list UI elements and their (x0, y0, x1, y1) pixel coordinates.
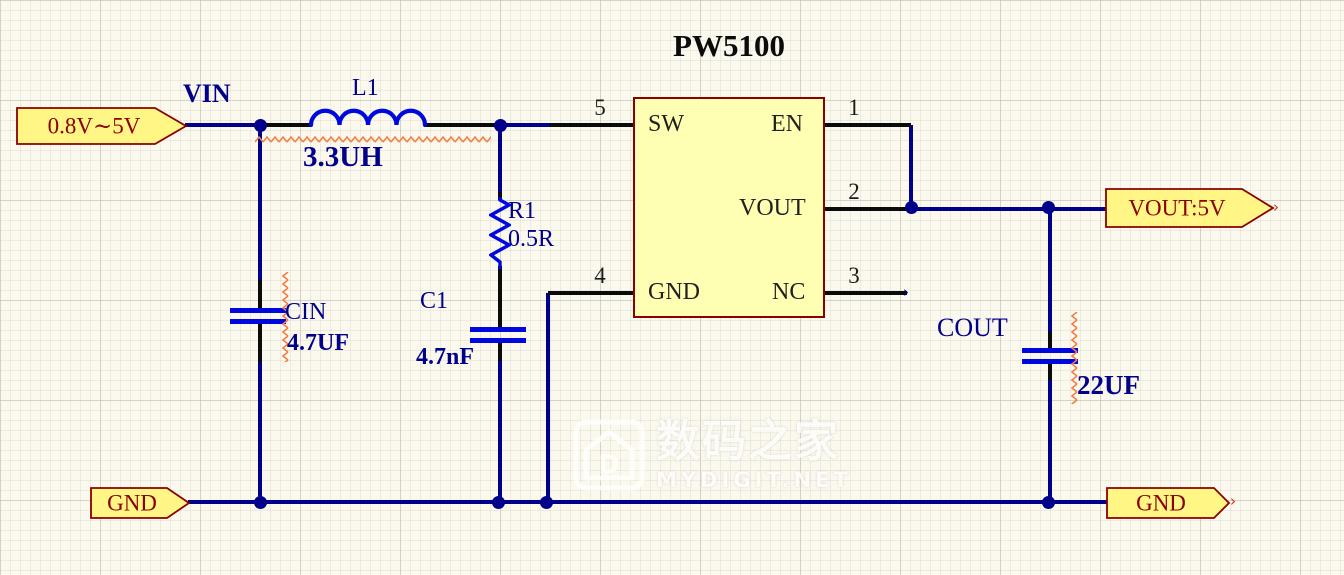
port-gnd-right-label: GND (1136, 490, 1186, 515)
junction-gnd-cout (1042, 496, 1055, 509)
junction-gnd-cin (254, 496, 267, 509)
wire-cout-to-gnd-rail (1048, 377, 1052, 504)
label-cout-designator: COUT (937, 313, 1008, 342)
port-vout: VOUT:5V (1105, 188, 1275, 228)
net-label-vin: VIN (183, 79, 231, 108)
watermark-site: MYDIGIT.NET (656, 468, 852, 493)
marker-gnd-right-tip: › (1230, 492, 1236, 510)
wire-gnd-rail (188, 500, 1107, 504)
lead-r1-to-c1 (498, 266, 502, 327)
wire-c1-to-gnd-rail (498, 358, 502, 504)
wire-vout-rail (909, 207, 1107, 211)
port-vin-range: 0.8V∼5V (16, 107, 188, 145)
junction-vout-en (905, 201, 918, 214)
pin-number-5: 5 (594, 95, 606, 120)
wire-vin-to-junction (185, 123, 263, 127)
watermark-text: 数码之家 MYDIGIT.NET (656, 416, 852, 493)
pin-number-4: 4 (594, 263, 606, 288)
pin-number-2: 2 (848, 179, 860, 204)
pin-name-sw: SW (648, 111, 684, 137)
pin-name-vout: VOUT (739, 195, 806, 221)
pin-stub-sw (550, 123, 634, 127)
marker-vout-tip: › (1273, 198, 1279, 216)
label-l1-designator: L1 (352, 75, 379, 101)
junction-sw-node (494, 119, 507, 132)
wire-vout-down-to-cout (1048, 207, 1052, 335)
resistor-r1-symbol (489, 197, 511, 269)
pin-stub-vout (825, 207, 911, 211)
wire-en-down-to-vout (909, 125, 913, 213)
wire-vin-down-to-cin (258, 125, 262, 283)
lead-cin-bottom (258, 324, 262, 362)
port-gnd-left-label: GND (107, 490, 157, 515)
wire-cin-to-gnd-rail (258, 360, 262, 504)
port-gnd-right: GND (1106, 487, 1231, 519)
lead-l1-left (260, 123, 312, 127)
ic-pw5100-body (633, 97, 825, 318)
marker-nc-end: › (903, 283, 909, 301)
port-gnd-left: GND (90, 487, 191, 519)
junction-vin (254, 119, 267, 132)
pin-name-gnd: GND (648, 279, 700, 305)
wire-junction-to-r1 (498, 125, 502, 195)
cap-cin-plate-top (230, 308, 286, 313)
watermark: D 数码之家 MYDIGIT.NET (572, 416, 852, 493)
pin-number-1: 1 (848, 95, 860, 120)
cap-cin-plate-bottom (230, 319, 286, 324)
pin-stub-gnd (548, 291, 634, 295)
label-cout-value: 22UF (1077, 370, 1140, 400)
lead-cout-top (1048, 332, 1052, 349)
port-vin-range-label: 0.8V∼5V (48, 113, 141, 138)
lead-r1-top (498, 192, 502, 200)
ic-title: PW5100 (673, 28, 785, 63)
label-r1-value: 0.5R (508, 226, 555, 252)
lead-cout-bottom (1048, 364, 1052, 380)
pin-number-3: 3 (848, 263, 860, 288)
junction-gnd-ic (540, 496, 553, 509)
label-c1-designator: C1 (420, 288, 449, 314)
watermark-logo-icon: D (573, 419, 645, 491)
pin-stub-en (825, 123, 911, 127)
inductor-l1-symbol (309, 108, 427, 127)
cap-cout-plate-bottom (1022, 359, 1078, 364)
label-cin-value: 4.7UF (287, 330, 349, 356)
lead-l1-right (424, 123, 502, 127)
port-vout-label: VOUT:5V (1128, 195, 1226, 220)
label-c1-value: 4.7nF (416, 344, 475, 370)
squiggle-cout (1070, 312, 1079, 404)
cap-c1-plate-top (470, 327, 526, 332)
pin-name-nc: NC (772, 279, 806, 305)
watermark-logo-letter: D (598, 451, 620, 481)
junction-gnd-c1 (492, 496, 505, 509)
label-r1-designator: R1 (508, 198, 537, 224)
lead-cin-top (258, 280, 262, 309)
squiggle-cin (281, 272, 290, 362)
lead-c1-bottom (498, 343, 502, 361)
cap-c1-plate-bottom (470, 338, 526, 343)
pin-name-en: EN (771, 111, 803, 137)
watermark-cjk: 数码之家 (656, 416, 840, 467)
label-cin-designator: CIN (285, 299, 327, 325)
wire-icgnd-to-gnd-rail (546, 293, 550, 504)
wire-l1-to-sw (500, 123, 552, 127)
label-l1-value: 3.3UH (303, 141, 383, 173)
cap-cout-plate-top (1022, 348, 1078, 353)
pin-stub-nc (825, 291, 907, 295)
junction-vout-cout (1042, 201, 1055, 214)
squiggle-l1-net (255, 135, 491, 144)
